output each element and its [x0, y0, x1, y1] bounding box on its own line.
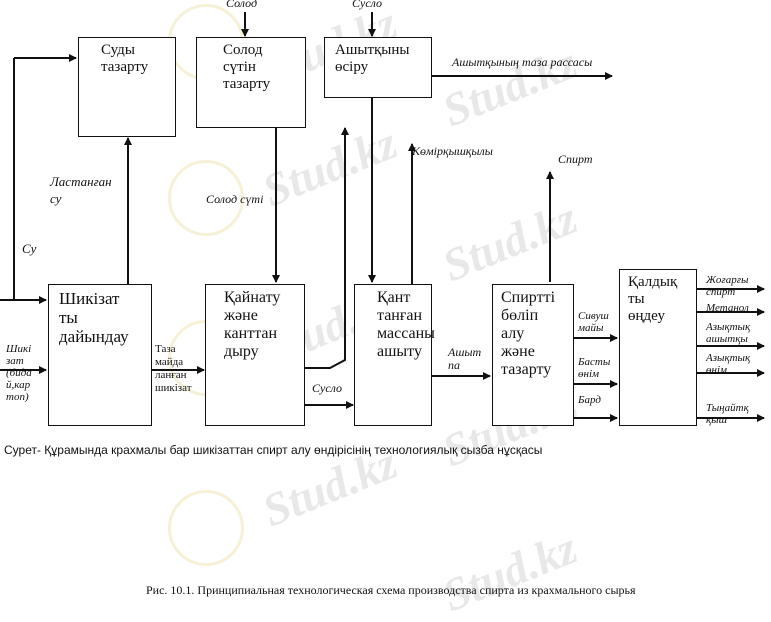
label-feed-product: Азықтық өнім: [706, 352, 751, 376]
label-raw-in: Шикі зат (бида й,кар топ): [6, 343, 32, 403]
label-higher-spirit: Жоғарғы спирт: [706, 274, 749, 298]
label-yeast-out: Ашытқының таза рассасы: [452, 55, 593, 69]
yeast-grow-label: Ашытқыны өсіру: [335, 42, 410, 75]
malt-milk-clean-label: Солод сүтін тазарту: [223, 42, 271, 92]
label-bard: Бард: [578, 394, 601, 406]
caption-russian: Рис. 10.1. Принципиальная технологическа…: [146, 583, 636, 597]
label-contaminated-water: Ластанған су: [50, 174, 112, 206]
raw-prep-label: Шикізат ты дайындау: [59, 289, 129, 346]
ferment-box: Қант танған массаны ашыту: [354, 284, 435, 426]
label-co2: Көмірқышқылы: [412, 144, 493, 158]
label-su: Су: [22, 241, 37, 256]
label-fertilizer: Тыңайтқ қыш: [706, 402, 749, 426]
label-spirt: Спирт: [558, 152, 593, 166]
flow-connectors: [0, 12, 765, 422]
label-suslo-top: Сусло: [352, 0, 383, 10]
alcohol-sep-box: Спиртті бөліп алу және тазарту: [492, 284, 574, 426]
water-clean-label: Суды тазарту: [101, 42, 149, 75]
ferment-label: Қант танған массаны ашыту: [377, 289, 435, 360]
alcohol-sep-label: Спиртті бөліп алу және тазарту: [501, 289, 556, 378]
label-sivush: Сивуш майы: [578, 310, 609, 334]
malt-milk-clean-box: Солод сүтін тазарту: [196, 37, 306, 128]
raw-prep-box: Шикізат ты дайындау: [48, 284, 152, 426]
label-suslo-mid: Сусло: [312, 381, 343, 395]
boil-saccharify-label: Қайнату және канттан дыру: [224, 289, 281, 360]
watermark-logo: [168, 490, 244, 566]
label-solod-top: Солод: [226, 0, 258, 10]
label-feed-yeast: Азықтық ашытқы: [706, 321, 751, 345]
yeast-grow-box: Ашытқыны өсіру: [324, 37, 432, 98]
arrow-boil-to-yeast: [305, 127, 349, 369]
label-cleaned-raw: Таза майда ланған шикізат: [155, 343, 192, 394]
caption-kazakh: Сурет- Құрамында крахмалы бар шикізаттан…: [4, 443, 543, 457]
water-clean-box: Суды тазарту: [78, 37, 176, 137]
label-fermented: Ашыт па: [448, 345, 482, 372]
label-malt-milk: Солод сүті: [206, 192, 264, 206]
waste-proc-label: Қалдық ты өңдеу: [628, 274, 678, 324]
waste-proc-box: Қалдық ты өңдеу: [619, 269, 697, 426]
boil-saccharify-box: Қайнату және канттан дыру: [205, 284, 305, 426]
label-methanol: Метанол: [706, 302, 749, 314]
watermark-logo: [168, 160, 244, 236]
label-head: Басты өнім: [578, 356, 611, 380]
